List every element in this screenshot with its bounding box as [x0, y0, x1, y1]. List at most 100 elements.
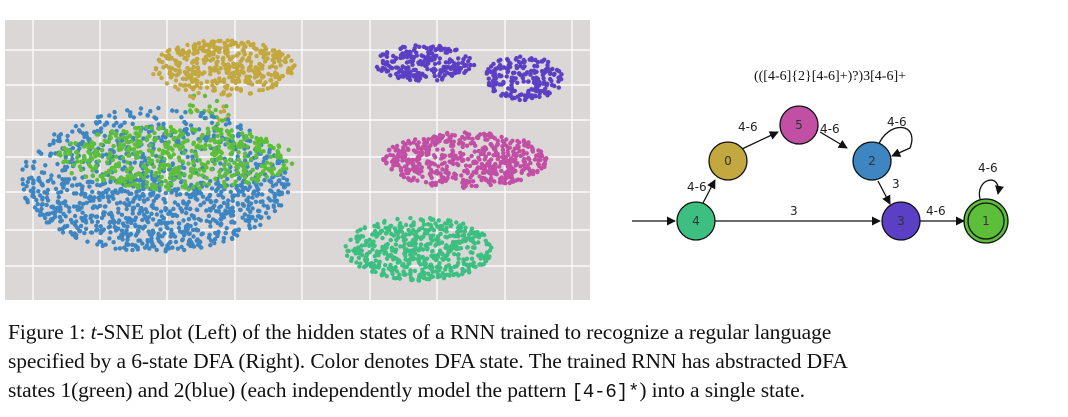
- scatter-point-state-2: [149, 239, 154, 244]
- scatter-point-state-1: [249, 156, 254, 162]
- scatter-point-state-1: [182, 179, 188, 184]
- scatter-point-state-0: [225, 93, 231, 98]
- scatter-point-state-5: [435, 137, 441, 142]
- scatter-point-state-2: [125, 197, 130, 202]
- scatter-point-state-5: [480, 170, 486, 175]
- scatter-point-state-4: [473, 264, 478, 269]
- scatter-point-state-4: [354, 260, 359, 265]
- scatter-point-state-5: [423, 180, 429, 185]
- scatter-point-state-2: [24, 164, 29, 169]
- scatter-point-state-2: [268, 198, 273, 203]
- scatter-point-state-5: [432, 155, 438, 160]
- scatter-point-state-3: [547, 67, 552, 72]
- scatter-point-state-1: [157, 154, 162, 159]
- scatter-point-state-2: [72, 234, 78, 239]
- scatter-point-state-2: [207, 206, 212, 212]
- scatter-point-state-2: [156, 238, 162, 244]
- scatter-point-state-5: [420, 144, 425, 150]
- scatter-point-state-2: [247, 218, 252, 223]
- scatter-point-state-3: [411, 47, 417, 53]
- scatter-point-state-2: [43, 163, 48, 168]
- scatter-point-state-1: [245, 161, 250, 166]
- scatter-point-state-4: [468, 250, 473, 255]
- scatter-point-state-2: [50, 216, 56, 221]
- scatter-point-state-0: [204, 79, 210, 84]
- scatter-point-state-4: [429, 274, 434, 279]
- scatter-point-state-5: [471, 170, 476, 175]
- scatter-point-state-1: [88, 151, 93, 156]
- scatter-point-state-1: [189, 127, 195, 132]
- scatter-point-state-1: [86, 158, 91, 164]
- scatter-point-state-0: [250, 68, 255, 73]
- scatter-point-state-2: [41, 212, 46, 218]
- scatter-point-state-5: [447, 135, 452, 140]
- scatter-point-state-2: [59, 189, 64, 195]
- scatter-point-state-2: [122, 231, 127, 236]
- scatter-point-state-3: [413, 67, 418, 73]
- scatter-point-state-3: [548, 71, 553, 76]
- scatter-point-state-3: [453, 48, 458, 53]
- scatter-point-state-2: [152, 115, 157, 120]
- scatter-point-state-3: [432, 61, 438, 67]
- scatter-point-state-3: [456, 56, 461, 61]
- state-2: [852, 141, 892, 181]
- scatter-point-state-1: [124, 130, 129, 135]
- scatter-point-state-2: [183, 110, 188, 115]
- scatter-point-state-2: [184, 126, 189, 132]
- scatter-point-state-2: [253, 218, 258, 223]
- scatter-point-state-1: [232, 141, 237, 146]
- scatter-point-state-0: [285, 68, 291, 73]
- scatter-point-state-2: [175, 246, 181, 251]
- scatter-point-state-1: [146, 148, 152, 153]
- scatter-point-state-4: [460, 266, 465, 272]
- scatter-point-state-4: [433, 237, 439, 242]
- scatter-point-state-2: [106, 199, 112, 204]
- scatter-point-state-3: [413, 43, 418, 48]
- scatter-point-state-3: [384, 54, 390, 59]
- scatter-point-state-3: [549, 78, 554, 84]
- scatter-point-state-1: [106, 168, 112, 173]
- scatter-point-state-4: [349, 258, 354, 263]
- scatter-point-state-5: [388, 152, 393, 158]
- scatter-point-state-4: [406, 241, 412, 246]
- scatter-point-state-5: [384, 161, 389, 166]
- scatter-point-state-1: [171, 152, 176, 157]
- scatter-point-state-4: [446, 263, 452, 268]
- scatter-point-state-1: [202, 181, 207, 187]
- scatter-point-state-2: [83, 220, 89, 225]
- scatter-point-state-2: [48, 177, 53, 182]
- scatter-point-state-2: [285, 190, 291, 195]
- scatter-point-state-3: [399, 67, 404, 72]
- scatter-point-state-1: [124, 148, 130, 153]
- scatter-point-state-5: [444, 164, 450, 169]
- scatter-point-state-4: [401, 269, 406, 274]
- scatter-point-state-3: [453, 70, 459, 75]
- scatter-point-state-5: [429, 183, 435, 188]
- scatter-point-state-5: [453, 153, 458, 158]
- scatter-point-state-5: [523, 143, 529, 148]
- scatter-point-state-1: [194, 144, 199, 150]
- scatter-point-state-4: [470, 245, 476, 250]
- scatter-point-state-2: [32, 205, 38, 210]
- scatter-point-state-2: [74, 191, 79, 196]
- scatter-point-state-2: [74, 182, 80, 188]
- scatter-point-state-5: [517, 148, 522, 154]
- scatter-point-state-2: [120, 166, 125, 172]
- scatter-point-state-0: [235, 44, 241, 49]
- scatter-point-state-5: [488, 182, 493, 188]
- scatter-point-state-5: [536, 148, 541, 153]
- scatter-point-state-1: [62, 146, 67, 151]
- scatter-point-state-2: [273, 182, 279, 187]
- scatter-point-state-2: [47, 153, 53, 158]
- scatter-point-state-2: [49, 173, 54, 178]
- scatter-point-state-0: [200, 71, 205, 77]
- scatter-point-state-1: [197, 167, 202, 172]
- scatter-point-state-2: [134, 244, 139, 250]
- scatter-point-state-3: [430, 51, 435, 56]
- scatter-point-state-1: [173, 129, 178, 135]
- scatter-point-state-2: [82, 134, 87, 140]
- scatter-point-state-3: [404, 60, 410, 65]
- scatter-point-state-2: [183, 121, 189, 127]
- scatter-point-state-1: [65, 159, 70, 164]
- scatter-point-state-5: [537, 163, 542, 169]
